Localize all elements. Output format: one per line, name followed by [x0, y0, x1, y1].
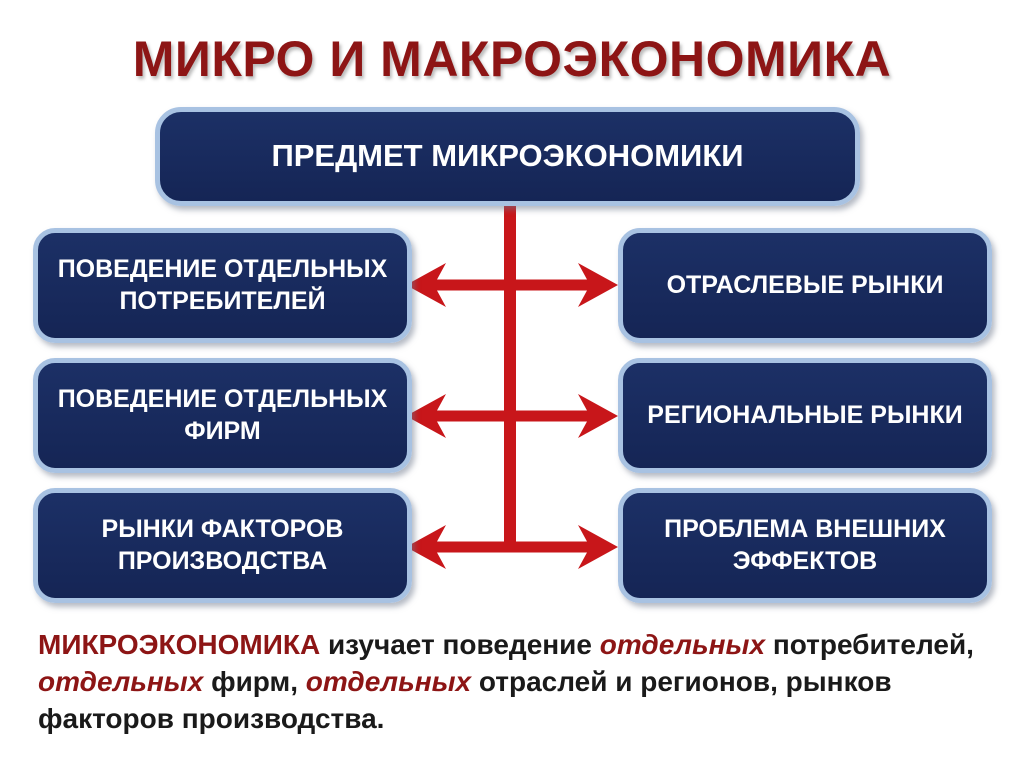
text-segment: фирм, [203, 666, 306, 697]
slide-title: МИКРО И МАКРОЭКОНОМИКА [132, 31, 892, 87]
left-box-consumers: ПОВЕДЕНИЕ ОТДЕЛЬНЫХ ПОТРЕБИТЕЛЕЙ [33, 228, 412, 343]
right-box-externalities: ПРОБЛЕМА ВНЕШНИХ ЭФФЕКТОВ [618, 488, 992, 603]
box-label: ПОВЕДЕНИЕ ОТДЕЛЬНЫХ ПОТРЕБИТЕЛЕЙ [57, 255, 388, 315]
paragraph-line-2: отдельных фирм, отдельных отраслей и рег… [38, 663, 998, 700]
root-box-label: ПРЕДМЕТ МИКРОЭКОНОМИКИ [271, 138, 744, 174]
double-arrow-row-1 [406, 263, 618, 307]
vertical-connector-line [504, 200, 516, 552]
text-segment: факторов производства. [38, 703, 385, 734]
paragraph-line-1: МИКРОЭКОНОМИКА изучает поведение отдельн… [38, 626, 998, 663]
left-box-firms: ПОВЕДЕНИЕ ОТДЕЛЬНЫХ ФИРМ [33, 358, 412, 473]
box-label: ОТРАСЛЕВЫЕ РЫНКИ [666, 270, 944, 299]
text-segment: изучает поведение [320, 629, 600, 660]
right-box-regional-markets: РЕГИОНАЛЬНЫЕ РЫНКИ [618, 358, 992, 473]
summary-paragraph: МИКРОЭКОНОМИКА изучает поведение отдельн… [38, 626, 998, 737]
right-box-industry-markets: ОТРАСЛЕВЫЕ РЫНКИ [618, 228, 992, 343]
left-box-factor-markets: РЫНКИ ФАКТОРОВ ПРОИЗВОДСТВА [33, 488, 412, 603]
text-segment: потребителей, [765, 629, 974, 660]
box-label: РЫНКИ ФАКТОРОВ ПРОИЗВОДСТВА [101, 515, 344, 575]
text-segment: МИКРОЭКОНОМИКА [38, 629, 321, 660]
text-segment: отдельных [599, 629, 766, 660]
box-label: ПОВЕДЕНИЕ ОТДЕЛЬНЫХ ФИРМ [57, 385, 388, 445]
box-label: РЕГИОНАЛЬНЫЕ РЫНКИ [647, 400, 963, 429]
text-segment: отраслей и регионов, рынков [471, 666, 892, 697]
text-segment: отдельных [38, 666, 204, 697]
text-segment: отдельных [305, 666, 472, 697]
double-arrow-row-2 [406, 394, 618, 438]
subject-root-box: ПРЕДМЕТ МИКРОЭКОНОМИКИ [155, 107, 860, 206]
paragraph-line-3: факторов производства. [38, 700, 998, 737]
box-label: ПРОБЛЕМА ВНЕШНИХ ЭФФЕКТОВ [664, 515, 946, 575]
double-arrow-row-3 [406, 525, 618, 569]
